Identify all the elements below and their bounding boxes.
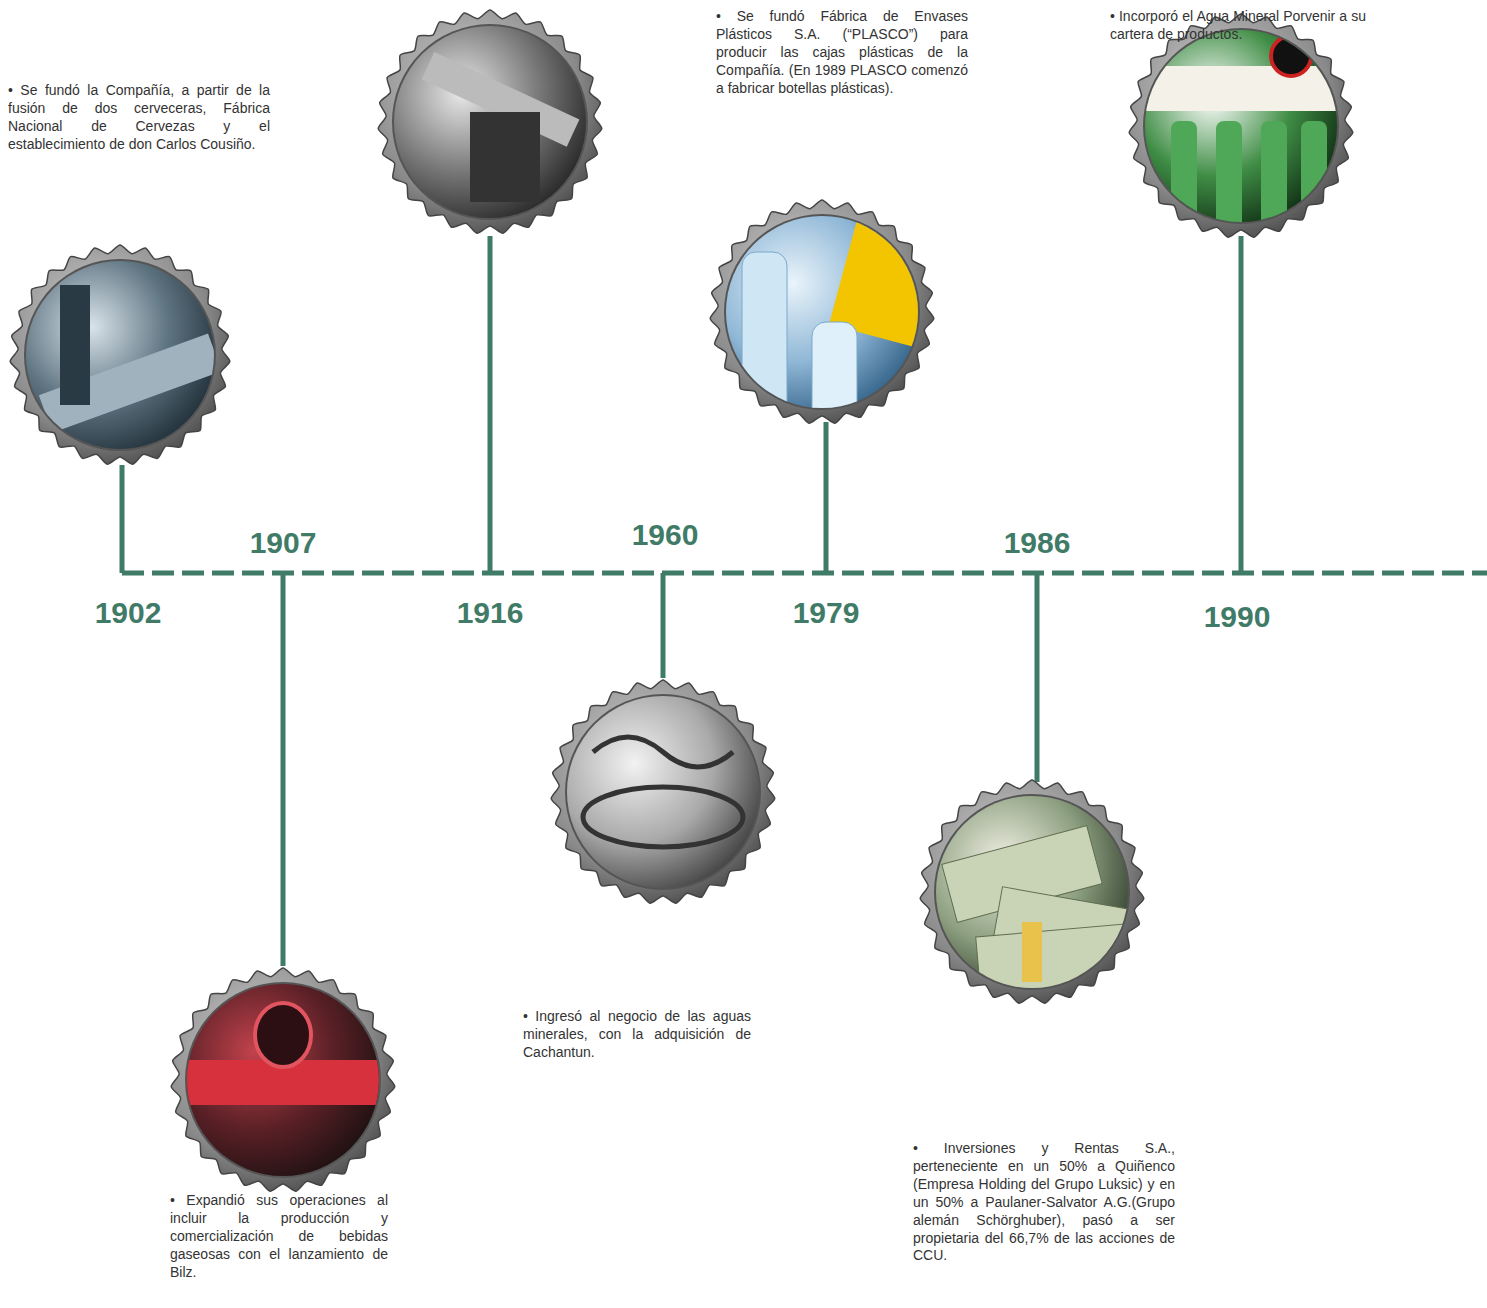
year-label: 1986 [987, 526, 1087, 559]
cap-photo [567, 696, 759, 888]
timeline-stem [281, 573, 286, 966]
emblem [255, 1003, 311, 1067]
machine-part [60, 285, 90, 405]
event-note: • Se fundó Fábrica de Envases Plásticos … [716, 8, 968, 98]
photo-shape [470, 112, 540, 202]
emblem [1271, 36, 1311, 76]
year-label: 1990 [1187, 600, 1287, 633]
event-note: • Se fundó la Compañía, a partir de la f… [8, 82, 270, 154]
event-note: • Ingresó al negocio de las aguas minera… [523, 1008, 751, 1062]
timeline-axis [122, 571, 1487, 576]
bottle-cap [10, 245, 230, 464]
bottle [1301, 121, 1327, 231]
photo-detail [39, 285, 222, 433]
bottle [812, 322, 857, 442]
cap-rim [10, 245, 230, 464]
bottle [742, 252, 787, 422]
photo-detail [422, 52, 580, 202]
cap-inner-ring [565, 694, 761, 890]
bottle [1171, 121, 1197, 231]
label-oval [583, 787, 743, 847]
bottle-cap [378, 10, 602, 233]
script-stroke [593, 737, 733, 767]
bottle-cap [171, 968, 395, 1191]
bottle-cap [1129, 14, 1353, 237]
timeline-stem [488, 236, 493, 573]
bottle [1261, 121, 1287, 231]
label-band [1141, 66, 1341, 111]
photo-detail [183, 1003, 383, 1105]
timeline-stem [120, 465, 125, 573]
year-label: 1979 [776, 596, 876, 629]
timeline-stem [824, 422, 829, 573]
photo-detail [942, 826, 1150, 997]
banknote [976, 924, 1131, 997]
bottle-cap [551, 680, 775, 903]
timeline-stem [1035, 573, 1040, 782]
cap-rim [1129, 14, 1353, 237]
photo-detail [583, 737, 743, 847]
cap-rim [551, 680, 775, 903]
event-note: • Expandió sus operaciones al incluir la… [170, 1192, 388, 1282]
cap-rim [378, 10, 602, 233]
event-note: • Inversiones y Rentas S.A., pertenecien… [913, 1140, 1175, 1265]
year-label: 1907 [233, 526, 333, 559]
year-label: 1916 [440, 596, 540, 629]
cap-inner-ring [392, 24, 588, 220]
bottle [1216, 121, 1242, 231]
year-label: 1960 [615, 518, 715, 551]
cap-rim [171, 968, 395, 1191]
band [1022, 922, 1042, 982]
cap-photo [394, 26, 586, 218]
event-note: • Incorporó el Agua Mineral Porvenir a s… [1110, 8, 1366, 44]
timeline-stem [1239, 236, 1244, 573]
year-label: 1902 [78, 596, 178, 629]
timeline-stem [661, 573, 666, 678]
photo-detail [1141, 36, 1341, 231]
photo-detail [742, 218, 964, 442]
